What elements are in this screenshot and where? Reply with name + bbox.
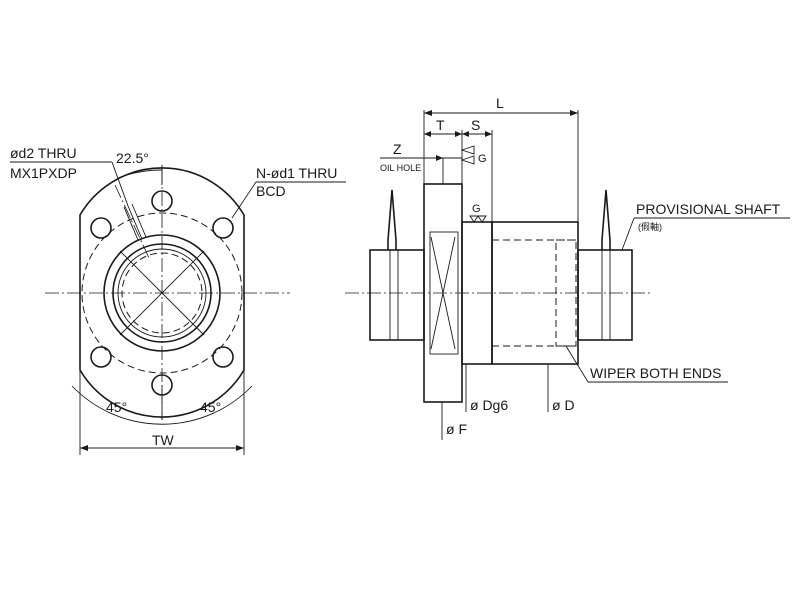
mounting-hole-lower-right (212, 346, 234, 368)
wiper-leader (565, 345, 589, 383)
counterbore-label: MX1PXDP (10, 165, 77, 181)
bcd-label: BCD (256, 183, 286, 199)
t-label: T (436, 117, 445, 133)
s-label: S (471, 117, 480, 133)
g-mark-top (460, 145, 475, 165)
bolt-circle (81, 212, 243, 374)
ball-track-circle (121, 252, 203, 334)
oil-hole-label: OIL HOLE (380, 163, 421, 173)
provisional-shaft-leader (621, 217, 635, 251)
angle-22-5-label: 22.5° (116, 150, 149, 166)
angle-45-right-label: 45° (200, 399, 221, 415)
d2-thru-label: ød2 THRU (10, 145, 77, 161)
tw-label: TW (152, 432, 175, 448)
diagonal-2 (119, 250, 205, 336)
g-top-label: G (478, 153, 487, 165)
right-shaft-segment (577, 249, 633, 341)
bore-inner-circle (117, 248, 207, 338)
l-label: L (496, 95, 504, 111)
z-label: Z (393, 141, 402, 157)
mounting-hole-upper-right (212, 217, 234, 239)
g-mark-mid (469, 215, 487, 223)
n-d1-thru-label: N-ød1 THRU (256, 165, 337, 181)
left-shaft-segment (369, 249, 425, 341)
dg6-label: ø Dg6 (470, 397, 508, 413)
f-label: ø F (446, 421, 467, 437)
provisional-shaft-cn-label: (假軸) (638, 221, 662, 232)
mounting-hole-lower-left (90, 346, 112, 368)
n-d1-leader (231, 181, 257, 219)
right-shaft-pointer (601, 189, 611, 250)
angle-45-arc (71, 385, 253, 425)
wiper-both-ends-label: WIPER BOTH ENDS (590, 365, 721, 381)
left-shaft-pointer (387, 189, 397, 250)
bore-outer-circle (112, 243, 212, 343)
provisional-shaft-label: PROVISIONAL SHAFT (636, 201, 781, 217)
oil-hole-cutout (114, 184, 151, 261)
flange-end-view: ød2 THRU MX1PXDP 22.5° N-ød1 THRU BCD 45… (10, 145, 346, 455)
nut-body-circle (103, 234, 221, 352)
nut-side-view: L T S Z OIL HOLE G G PROVISIONAL SHAFT (… (345, 95, 790, 440)
angle-45-left-label: 45° (106, 399, 127, 415)
d-label: ø D (552, 397, 575, 413)
angle-22-5-arc (117, 169, 163, 179)
mounting-hole-upper-left (90, 217, 112, 239)
g-mid-label: G (472, 203, 481, 215)
mounting-hole-top (151, 190, 173, 212)
